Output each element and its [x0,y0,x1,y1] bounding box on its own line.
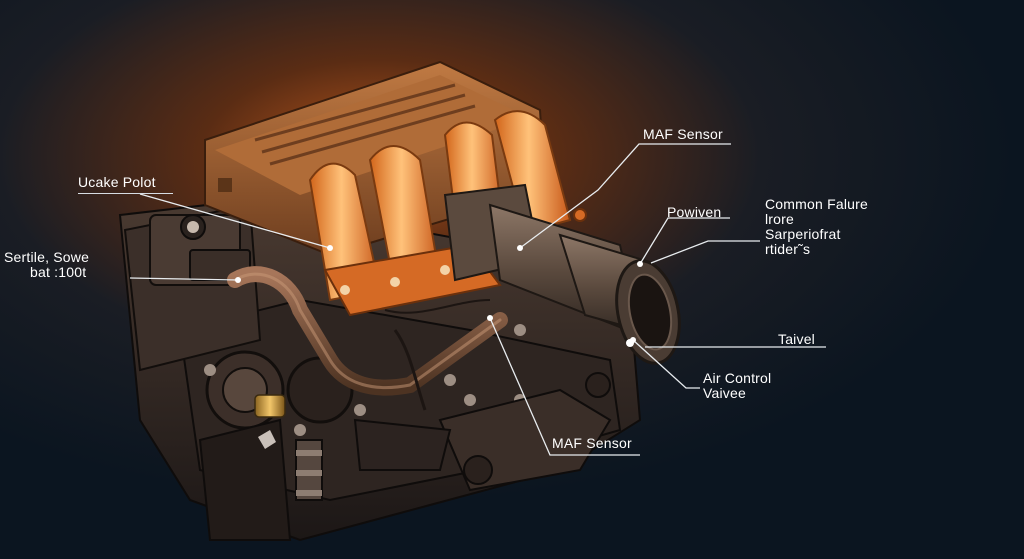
label-common-failure-line-2: lrore [765,211,795,227]
label-powiven-text: Powiven [667,204,722,220]
label-maf-top: MAF Sensor [643,127,723,142]
label-powiven: Powiven [667,205,721,220]
label-taivel: Taivel [778,332,815,347]
label-air-control-line-2: Vaivee [703,385,746,401]
label-common-failure-line-1: Common Falure [765,196,868,212]
label-intake-port: Ucake Polot [78,175,156,190]
leader-line-air-control [632,339,700,389]
label-common-failure-line-3: Sarperiofrat [765,226,841,242]
callout-lines [129,143,826,456]
leader-line-powiven [639,217,730,265]
label-taivel-text: Taivel [778,331,815,347]
leader-line-maf-bottom [489,317,640,456]
callout-dots [235,245,643,343]
label-sensor-bat: Sertile, Sowe bat :100t [4,250,89,280]
coolant-pipe [227,266,508,411]
label-common-failure-line-4: rtider˜s [765,241,811,257]
intake-runners [308,110,587,317]
label-maf-top-text: MAF Sensor [643,126,723,142]
label-common-failure: Common Falure lrore Sarperiofrat rtider˜… [765,197,868,257]
label-sensor-bat-line-1: Sertile, Sowe [4,249,90,265]
label-intake-port-text: Ucake Polot [78,174,156,190]
label-sensor-bat-line-2: bat :100t [30,264,87,280]
leader-line-maf-top [519,143,731,249]
label-intake-port-rule [78,193,173,194]
label-maf-bottom: MAF Sensor [552,436,632,451]
leader-line-intake-port [139,193,331,249]
intake-tube [443,183,681,365]
leader-line-sensor-bat [129,277,239,281]
label-air-control: Air Control Vaivee [703,371,771,401]
label-maf-bottom-text: MAF Sensor [552,435,632,451]
leader-line-common-failure [650,240,760,264]
label-air-control-line-1: Air Control [703,370,772,386]
